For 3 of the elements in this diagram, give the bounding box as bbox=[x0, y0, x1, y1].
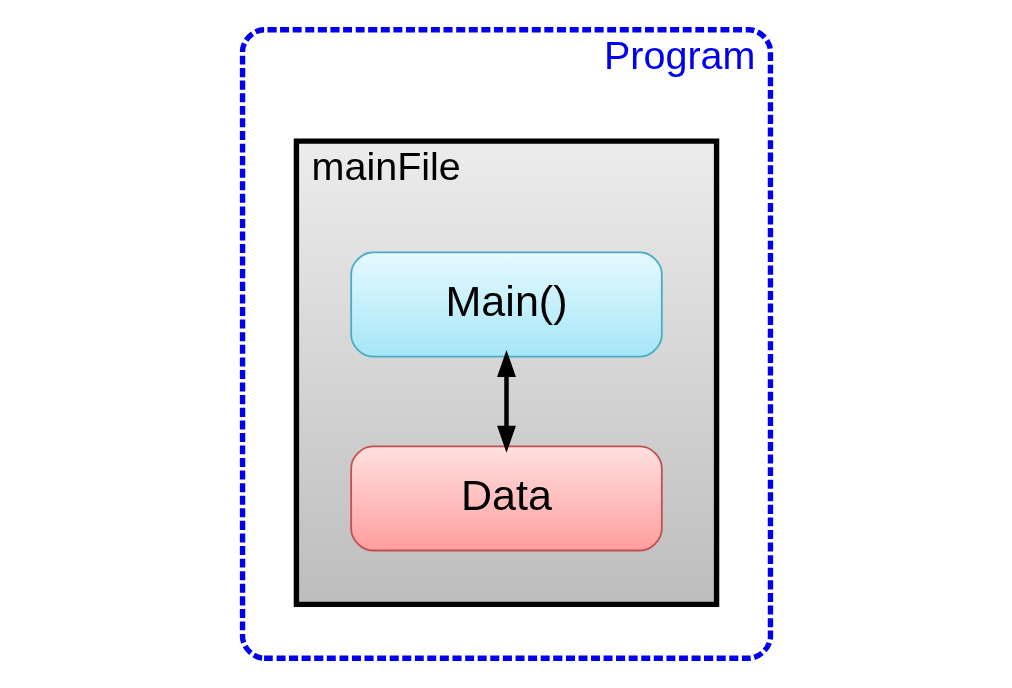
node-box: Data bbox=[349, 445, 663, 552]
node-box: Main() bbox=[349, 251, 663, 358]
arrow bbox=[496, 350, 516, 453]
